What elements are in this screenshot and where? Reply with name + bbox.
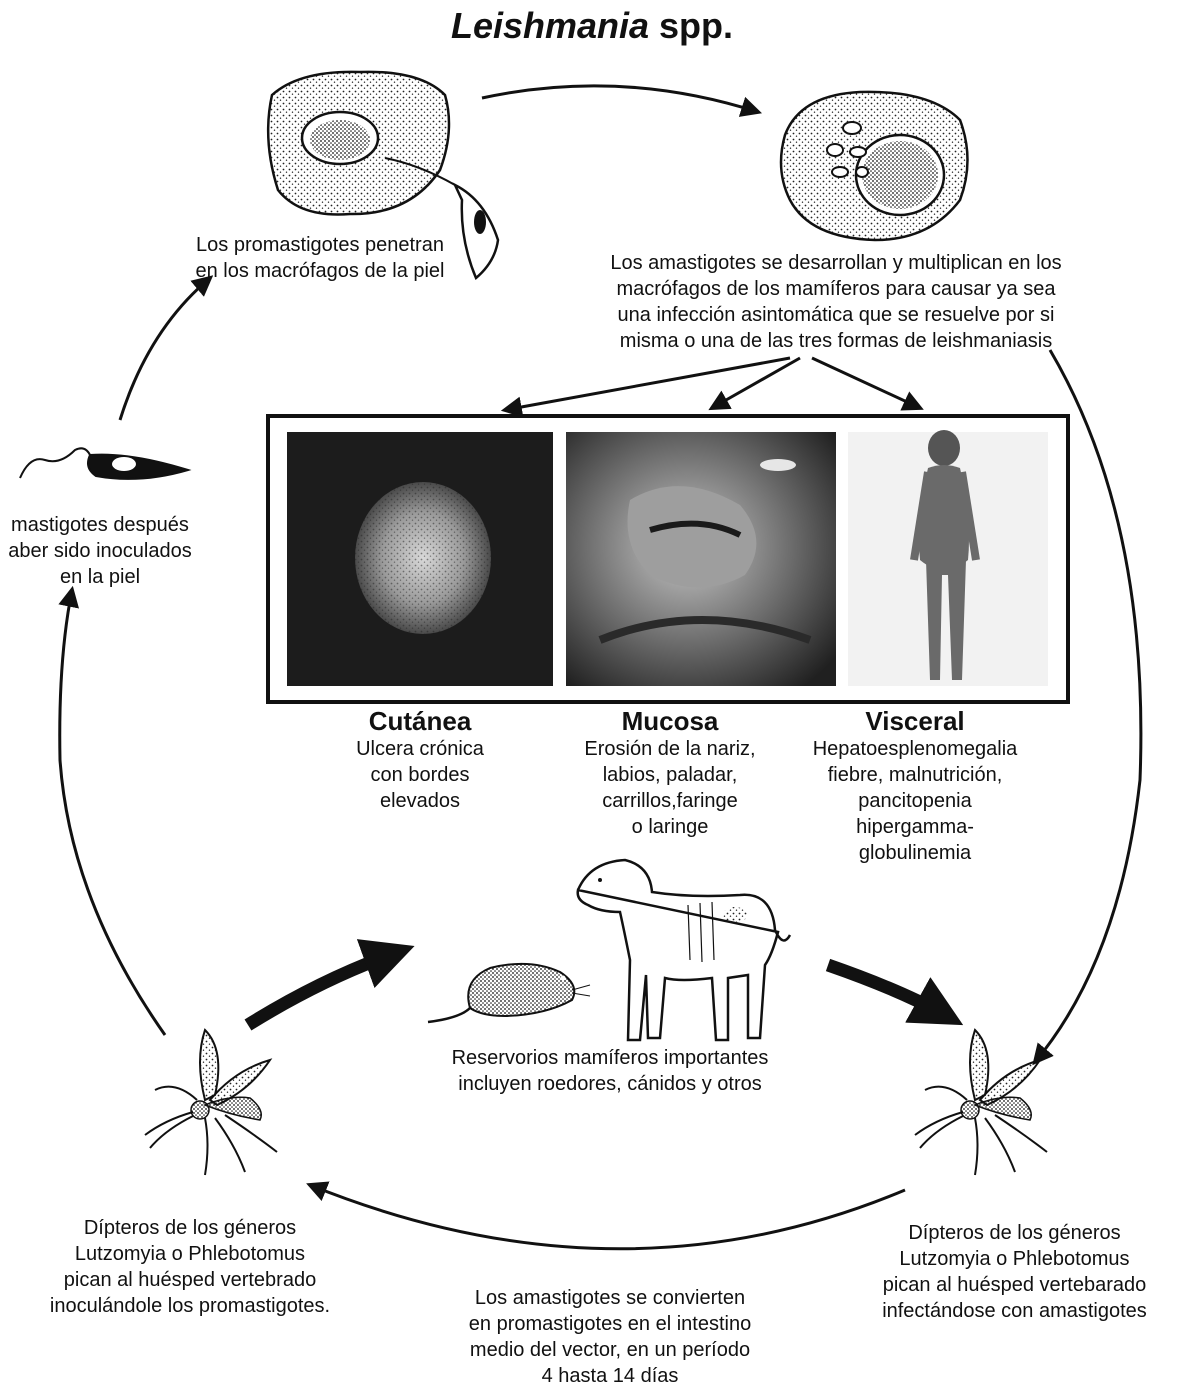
caption-promastigotes-penetrate: Los promastigotes penetran en los macróf…: [140, 232, 500, 284]
title-genus: Leishmania: [451, 5, 649, 46]
dog-icon: [578, 860, 790, 1040]
sandfly-icon-left: [145, 1030, 277, 1175]
arrow-penetration-to-multiplication: [482, 86, 758, 112]
caption-amastigotes-multiply: Los amastigotes se desarrollan y multipl…: [556, 250, 1116, 354]
title-spp: spp.: [649, 5, 733, 46]
form-desc-cutanea: Ulcera crónica con bordes elevados: [300, 736, 540, 814]
caption-conversion: Los amastigotes se convierten en promast…: [410, 1285, 810, 1389]
arrow-left-ascending: [60, 590, 165, 1035]
arrow-to-cutanea: [505, 358, 790, 410]
caption-promastigotes-inoculated: mastigotes después aber sido inoculados …: [0, 512, 240, 590]
rodent-icon: [428, 964, 590, 1022]
form-desc-mucosa: Erosión de la nariz, labios, paladar, ca…: [545, 736, 795, 840]
cutanea-photo: [287, 432, 553, 686]
thick-arrow-to-reservoirs: [248, 953, 395, 1025]
lesion-photo-panel: [268, 416, 1068, 702]
form-name-mucosa: Mucosa: [545, 706, 795, 736]
form-name-cutanea: Cutánea: [300, 706, 540, 736]
arrow-to-visceral: [812, 358, 920, 408]
mucosa-photo: [566, 432, 836, 686]
form-desc-visceral: Hepatoesplenomegalia fiebre, malnutrició…: [780, 736, 1050, 866]
arrow-bottom-arc: [310, 1185, 905, 1249]
visceral-photo: [848, 430, 1048, 686]
caption-vector-bites-right: Dípteros de los géneros Lutzomyia o Phle…: [845, 1220, 1184, 1324]
macrophage-amastigotes-icon: [781, 92, 968, 240]
diagram-title: Leishmania spp.: [0, 4, 1184, 48]
sandfly-icon-right: [915, 1030, 1047, 1175]
form-name-visceral: Visceral: [780, 706, 1050, 736]
arrow-inoculation-to-penetration: [120, 278, 210, 420]
caption-inoculated-clip: mastigotes después aber sido inoculados …: [0, 512, 240, 594]
thick-arrow-from-reservoirs: [828, 965, 945, 1015]
caption-reservoirs: Reservorios mamíferos importantes incluy…: [400, 1045, 820, 1097]
caption-vector-bites-left: Dípteros de los géneros Lutzomyia o Phle…: [0, 1215, 380, 1319]
promastigote-icon: [20, 448, 188, 479]
